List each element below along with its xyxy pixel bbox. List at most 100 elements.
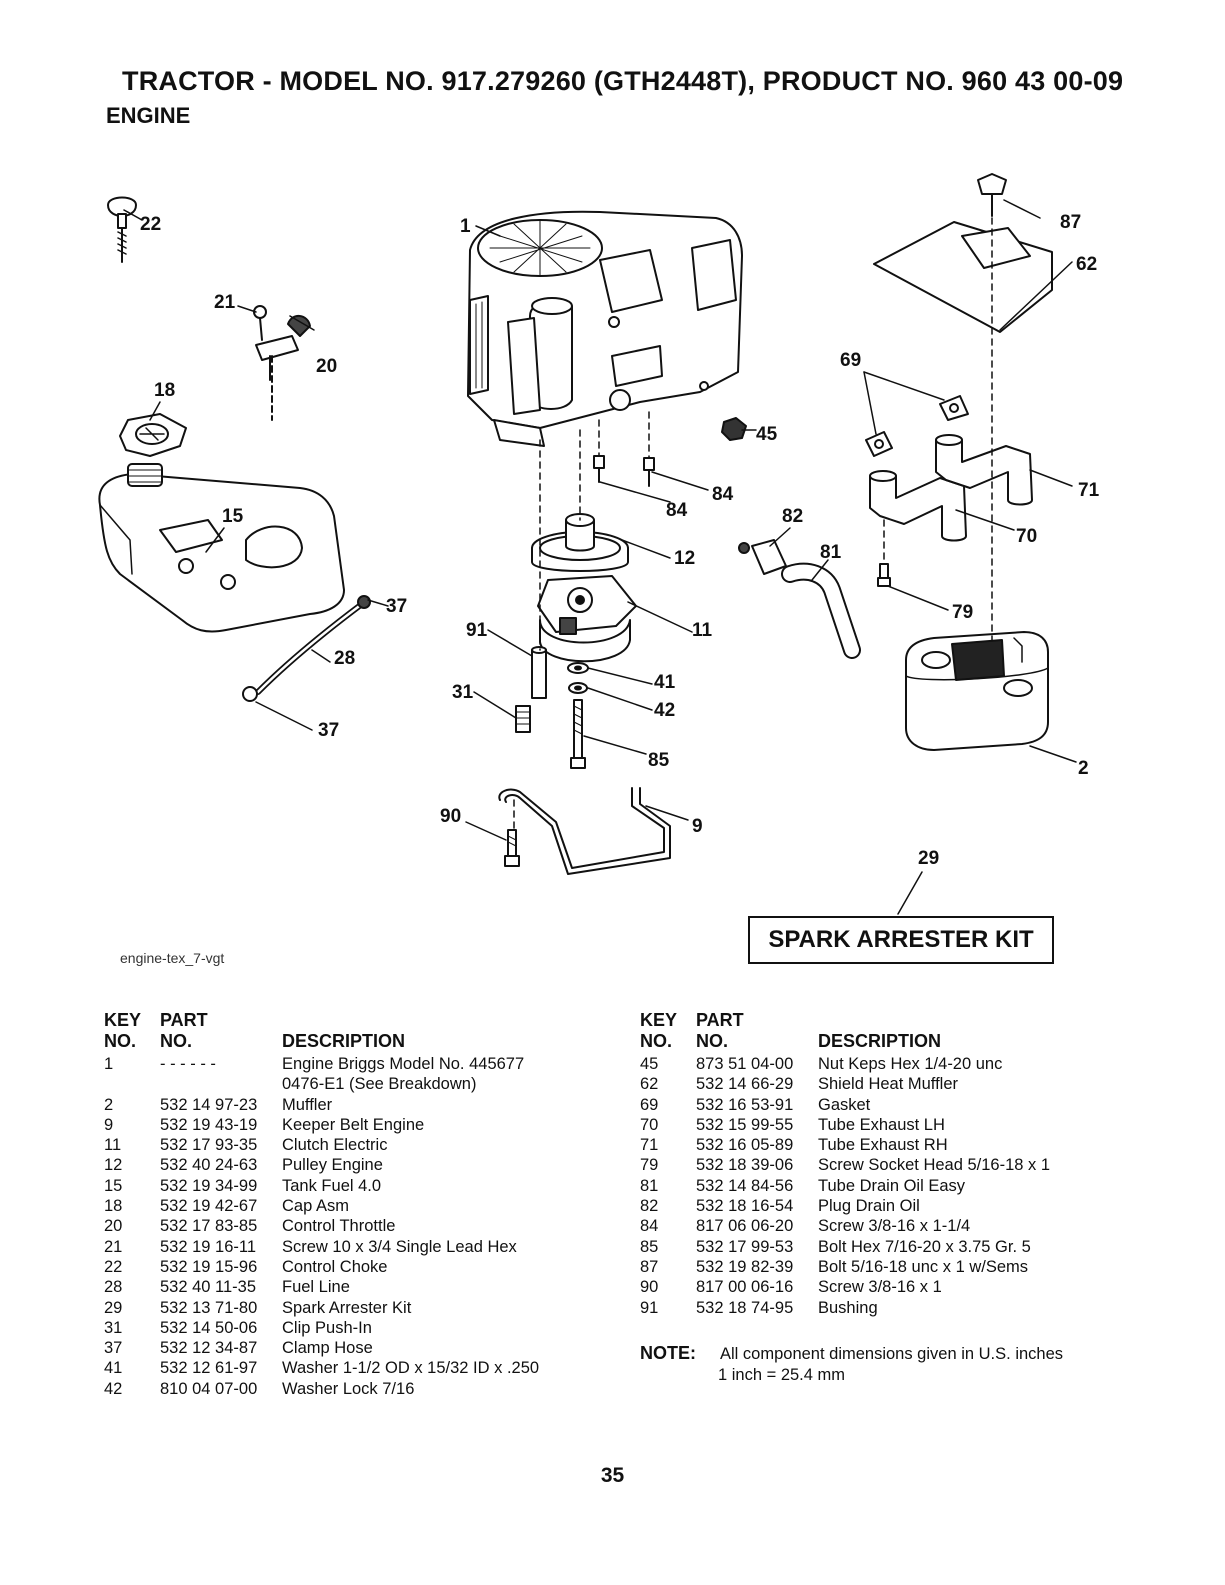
note-line-1: All component dimensions given in U.S. i… bbox=[720, 1345, 1064, 1363]
part-no: 810 04 07-00 bbox=[160, 1379, 258, 1398]
part-no: 532 12 34-87 bbox=[160, 1339, 258, 1358]
part-no: 532 40 11-35 bbox=[160, 1278, 257, 1297]
callout-15: 15 bbox=[222, 506, 244, 527]
description: Nut Keps Hex 1/4-20 unc bbox=[818, 1055, 1003, 1073]
part-no: 532 18 39-06 bbox=[696, 1156, 794, 1175]
key-no: 85 bbox=[640, 1237, 659, 1256]
parts-list-header: KEY PART NO. NO. DESCRIPTION bbox=[104, 1010, 624, 1052]
description: Clutch Electric bbox=[282, 1136, 388, 1155]
description: Tube Exhaust LH bbox=[818, 1115, 945, 1134]
part-no: 532 13 71-80 bbox=[160, 1298, 258, 1317]
part-no: 532 17 93-35 bbox=[160, 1136, 258, 1155]
description: Pulley Engine bbox=[282, 1156, 383, 1175]
bushing-illustration bbox=[531, 646, 547, 699]
description: 0476-E1 (See Breakdown) bbox=[282, 1075, 477, 1094]
description: Bushing bbox=[818, 1298, 878, 1317]
table-row: 90 817 00 06-16 Screw 3/8-16 x 1 bbox=[640, 1278, 1140, 1298]
choke-control-illustration bbox=[107, 196, 137, 263]
page-title: TRACTOR - MODEL NO. 917.279260 (GTH2448T… bbox=[122, 66, 1124, 96]
part-no: 532 12 61-97 bbox=[160, 1359, 258, 1378]
part-no: 532 18 74-95 bbox=[696, 1298, 794, 1317]
key-no: 22 bbox=[104, 1257, 123, 1276]
part-no: 817 06 06-20 bbox=[696, 1217, 794, 1236]
heat-shield-illustration bbox=[873, 221, 1053, 333]
key-no: 12 bbox=[104, 1156, 123, 1175]
key-no: 11 bbox=[104, 1136, 122, 1155]
part-no: 532 19 82-39 bbox=[696, 1257, 794, 1276]
table-row: 81 532 14 84-56 Tube Drain Oil Easy bbox=[640, 1177, 1140, 1197]
part-no: 532 17 99-53 bbox=[696, 1237, 794, 1256]
key-header: KEY bbox=[640, 1010, 678, 1030]
key-no: 69 bbox=[640, 1095, 659, 1114]
parts-list-left: KEY PART NO. NO. DESCRIPTION 1- - - - - … bbox=[104, 1010, 624, 1400]
washers-illustration bbox=[567, 662, 589, 694]
engine-illustration bbox=[467, 210, 743, 447]
callout-71: 71 bbox=[1078, 480, 1100, 501]
description: Screw 3/8-16 x 1-1/4 bbox=[818, 1217, 971, 1236]
description-header: DESCRIPTION bbox=[282, 1031, 406, 1051]
callout-84a: 84 bbox=[666, 500, 688, 521]
description: Bolt 5/16-18 unc x 1 w/Sems bbox=[818, 1257, 1029, 1276]
callout-37b: 37 bbox=[318, 720, 339, 741]
leader-lines bbox=[123, 199, 1077, 915]
engine-parts-diagram: 22 1 87 21 20 62 18 69 45 84 84 71 15 82… bbox=[98, 173, 1100, 915]
callout-85: 85 bbox=[648, 750, 670, 771]
callout-20: 20 bbox=[316, 356, 337, 377]
part-no: 817 00 06-16 bbox=[696, 1278, 794, 1297]
part-no-header: NO. bbox=[160, 1031, 193, 1051]
description: Clamp Hose bbox=[282, 1339, 373, 1358]
description: Keeper Belt Engine bbox=[282, 1115, 425, 1134]
callout-42: 42 bbox=[654, 700, 675, 721]
nut-illustration bbox=[721, 417, 747, 441]
part-no: 532 19 15-96 bbox=[160, 1257, 258, 1276]
key-no: 81 bbox=[640, 1176, 659, 1195]
description: Screw 3/8-16 x 1 bbox=[818, 1278, 942, 1297]
description: Tube Drain Oil Easy bbox=[818, 1176, 966, 1195]
description: Muffler bbox=[282, 1095, 333, 1114]
drain-tube-illustration bbox=[781, 562, 861, 659]
part-no: 532 15 99-55 bbox=[696, 1115, 794, 1134]
key-no: 90 bbox=[640, 1278, 659, 1297]
part-no: 532 18 16-54 bbox=[696, 1197, 794, 1216]
key-no: 1 bbox=[104, 1055, 114, 1073]
description: Fuel Line bbox=[282, 1278, 350, 1297]
part-no: 532 16 53-91 bbox=[696, 1095, 794, 1114]
key-no: 37 bbox=[104, 1339, 123, 1358]
callout-84b: 84 bbox=[712, 484, 734, 505]
description: Clip Push-In bbox=[282, 1318, 372, 1337]
part-no: 532 19 43-19 bbox=[160, 1115, 258, 1134]
part-no: 532 17 83-85 bbox=[160, 1217, 258, 1236]
part-no: 532 14 84-56 bbox=[696, 1176, 794, 1195]
key-no-header: NO. bbox=[640, 1031, 673, 1051]
part-no: 532 19 34-99 bbox=[160, 1176, 258, 1195]
description: Screw 10 x 3/4 Single Lead Hex bbox=[282, 1237, 517, 1256]
description: Control Throttle bbox=[282, 1217, 396, 1236]
bolt-85-illustration bbox=[570, 699, 586, 769]
description: Plug Drain Oil bbox=[818, 1197, 920, 1216]
screws-84-illustration bbox=[593, 455, 655, 487]
key-no: 82 bbox=[640, 1197, 659, 1216]
fuel-line-illustration bbox=[242, 595, 371, 702]
description: Tube Exhaust RH bbox=[818, 1136, 948, 1155]
fuel-cap-illustration bbox=[119, 413, 187, 457]
table-row: 0476-E1 (See Breakdown) bbox=[104, 1075, 624, 1095]
callout-37a: 37 bbox=[386, 596, 407, 617]
description: Washer 1-1/2 OD x 15/32 ID x .250 bbox=[282, 1359, 540, 1378]
dimension-note: NOTE:All component dimensions given in U… bbox=[640, 1343, 1063, 1385]
assembly-guide-lines bbox=[513, 217, 993, 831]
description: Tank Fuel 4.0 bbox=[282, 1176, 382, 1195]
callout-91: 91 bbox=[466, 620, 488, 641]
callout-22: 22 bbox=[140, 214, 161, 235]
